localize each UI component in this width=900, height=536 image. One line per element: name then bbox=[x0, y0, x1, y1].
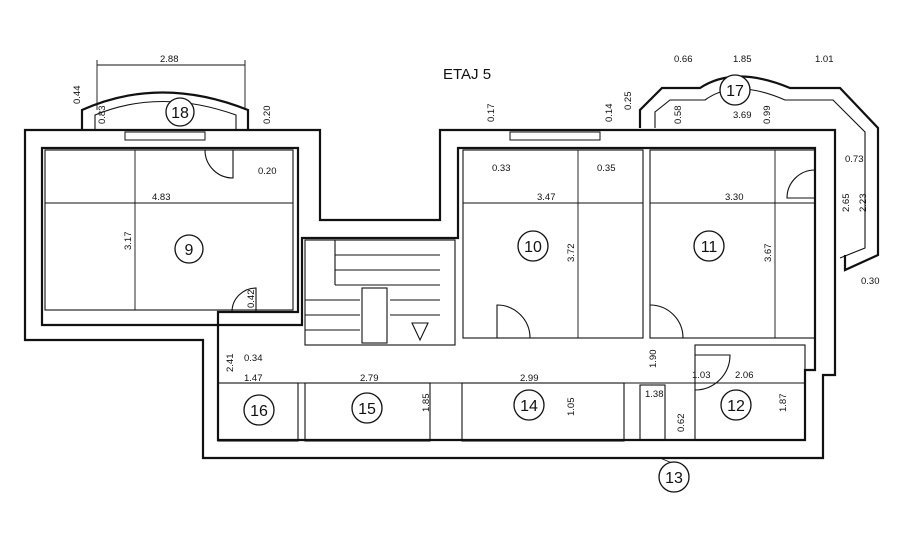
room-12-door-swing bbox=[694, 354, 731, 391]
room-12-outline bbox=[694, 344, 806, 441]
dim-label: 1.85 bbox=[421, 394, 432, 413]
floor-title: ETAJ 5 bbox=[443, 66, 491, 83]
svg-text:16: 16 bbox=[250, 403, 268, 420]
dim-label: 0.62 bbox=[676, 414, 687, 433]
dim-label: 0.35 bbox=[597, 163, 616, 174]
dim-label: 2.99 bbox=[520, 373, 539, 384]
dim-label: 2.06 bbox=[735, 370, 754, 381]
dim-label: 0.34 bbox=[244, 353, 263, 364]
outer-wall-outline bbox=[23, 128, 837, 460]
dim-label: 0.58 bbox=[673, 106, 684, 125]
dim-label: 0.66 bbox=[674, 54, 693, 65]
dim-label: 0.73 bbox=[845, 154, 864, 165]
inner-wall-outline bbox=[40, 146, 817, 442]
svg-text:9: 9 bbox=[185, 242, 194, 259]
room-10-window bbox=[509, 131, 601, 141]
svg-text:12: 12 bbox=[727, 398, 745, 415]
balcony-18-outline bbox=[80, 91, 250, 130]
room-label-12: 12 bbox=[720, 389, 752, 421]
room-11-door-swing bbox=[786, 169, 816, 199]
dim-label: 3.67 bbox=[763, 244, 774, 263]
dim-label: 3.30 bbox=[725, 192, 744, 203]
dim-label: 1.03 bbox=[692, 370, 711, 381]
dim-label: 3.69 bbox=[733, 110, 752, 121]
room-10-door-swing bbox=[496, 304, 531, 339]
room-9-door-swing bbox=[204, 149, 234, 179]
dim-label: 4.83 bbox=[152, 192, 171, 203]
dim-label: 0.33 bbox=[492, 163, 511, 174]
dim-label: 2.41 bbox=[225, 354, 236, 373]
svg-text:10: 10 bbox=[524, 239, 542, 256]
dim-label: 0.44 bbox=[72, 86, 83, 105]
dim-label: 0.42 bbox=[246, 290, 257, 309]
room-label-11: 11 bbox=[693, 230, 725, 262]
staircase-steps bbox=[305, 240, 440, 344]
dim-label: 0.83 bbox=[97, 106, 108, 125]
svg-text:15: 15 bbox=[358, 401, 376, 418]
svg-text:14: 14 bbox=[520, 398, 538, 415]
dim-label: 1.87 bbox=[778, 394, 789, 413]
room-13-outline bbox=[639, 384, 666, 441]
svg-text:18: 18 bbox=[171, 105, 189, 122]
dim-label: 0.14 bbox=[604, 104, 615, 123]
room-label-13: 13 bbox=[658, 461, 690, 493]
svg-text:17: 17 bbox=[726, 83, 744, 100]
dim-label: 2.65 bbox=[841, 194, 852, 213]
dim-label: 0.17 bbox=[486, 104, 497, 123]
room-11-door2-swing bbox=[649, 304, 684, 339]
dim-label: 1.38 bbox=[645, 389, 664, 400]
staircase-outline bbox=[304, 239, 456, 346]
room-label-18: 18 bbox=[165, 97, 195, 127]
dim-label: 2.88 bbox=[160, 54, 179, 65]
dim-label: 0.99 bbox=[762, 106, 773, 125]
room-10-outline bbox=[462, 149, 644, 339]
room-9-niche-door bbox=[231, 287, 257, 313]
room-label-16: 16 bbox=[243, 394, 275, 426]
dim-label: 0.20 bbox=[258, 166, 277, 177]
svg-text:13: 13 bbox=[665, 470, 683, 487]
dim-label: 3.72 bbox=[566, 244, 577, 263]
room-label-15: 15 bbox=[351, 392, 383, 424]
dim-label: 1.85 bbox=[733, 54, 752, 65]
dim-label: 1.90 bbox=[648, 350, 659, 369]
dim-label: 1.01 bbox=[815, 54, 834, 65]
balcony-17-inner bbox=[654, 88, 866, 259]
dim-label: 2.79 bbox=[360, 373, 379, 384]
dim-label: 0.25 bbox=[623, 92, 634, 111]
room-label-9: 9 bbox=[174, 234, 204, 264]
room-9-window bbox=[124, 131, 206, 141]
svg-text:11: 11 bbox=[701, 239, 718, 256]
dim-label: 0.20 bbox=[262, 106, 273, 125]
dim-label: 3.47 bbox=[537, 192, 556, 203]
dim-label: 0.30 bbox=[861, 276, 880, 287]
room-14-outline bbox=[461, 382, 625, 442]
dim-label: 3.17 bbox=[123, 232, 134, 251]
dim-label: 1.47 bbox=[244, 373, 263, 384]
balcony-17-outline bbox=[638, 75, 880, 272]
room-label-10: 10 bbox=[517, 230, 549, 262]
room-9-outline bbox=[44, 149, 294, 311]
room-label-14: 14 bbox=[513, 389, 545, 421]
room-label-17: 17 bbox=[719, 74, 751, 106]
dim-label: 1.05 bbox=[566, 398, 577, 417]
room-11-outline bbox=[649, 149, 816, 339]
dim-label: 2.23 bbox=[858, 194, 869, 213]
balcony-18-inner bbox=[94, 101, 237, 130]
